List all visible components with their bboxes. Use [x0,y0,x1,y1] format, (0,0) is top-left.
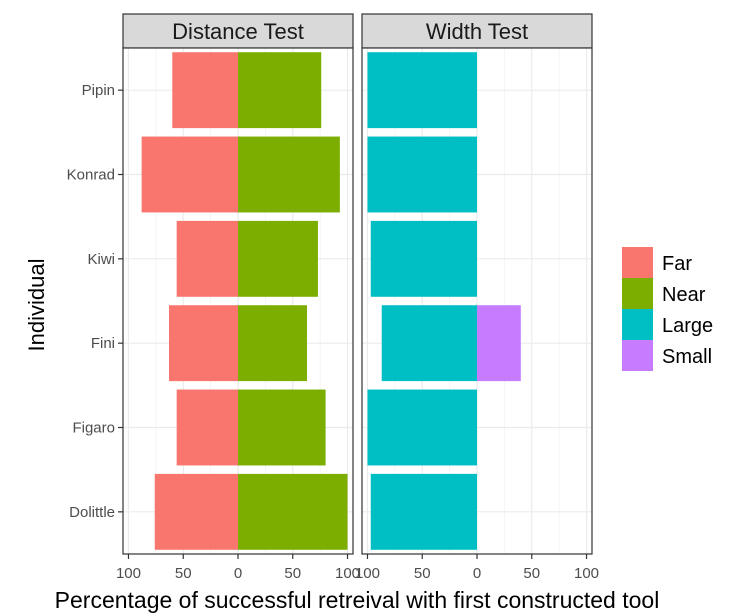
x-tick-label: 100 [574,565,599,582]
bar-near-kiwi [238,220,318,297]
legend-label-far: Far [662,253,692,275]
bar-far-kiwi [176,220,238,297]
bar-large-figaro [367,389,477,466]
y-tick-label-kiwi: Kiwi [87,251,115,268]
y-tick-label-figaro: Figaro [72,420,115,437]
bar-large-fini [381,305,477,382]
facet-strip [122,13,354,49]
x-tick-label: 0 [234,565,242,582]
facet-title: Distance Test [172,19,304,44]
bar-large-pipin [367,52,477,129]
x-tick-label: 50 [523,565,540,582]
bar-large-kiwi [370,220,477,297]
x-tick-label: 100 [335,565,360,582]
legend-key-large [622,309,653,340]
x-tick-label: 0 [473,565,481,582]
legend-label-large: Large [662,315,713,337]
x-tick-label: 100 [116,565,141,582]
x-tick-label: 50 [284,565,301,582]
panel-distance-test: Distance Test 100 50 0 50 100 [116,13,360,582]
bar-near-figaro [238,389,326,466]
bar-near-dolittle [238,473,348,550]
bar-far-dolittle [154,473,238,550]
bar-near-pipin [238,52,322,129]
x-tick-label: 100 [355,565,380,582]
bar-small-fini [477,305,521,382]
bar-near-fini [238,305,307,382]
legend-key-near [622,278,653,309]
y-axis-title: Individual [24,259,49,352]
panels: Distance Test 100 50 0 50 100 Width Test 100 50 0… [116,13,599,582]
bar-large-dolittle [370,473,477,550]
facet-title: Width Test [426,19,528,44]
y-tick-label-konrad: Konrad [67,167,115,184]
legend-label-near: Near [662,284,706,306]
legend-key-small [622,340,653,371]
x-axis-title: Percentage of successful retreival with … [55,587,660,613]
bar-far-figaro [176,389,238,466]
x-tick-label: 50 [175,565,192,582]
bar-near-konrad [238,136,340,213]
legend-label-small: Small [662,346,712,368]
bar-far-fini [169,305,238,382]
facet-strip [361,13,593,49]
legend-key-far [622,247,653,278]
y-tick-label-pipin: Pipin [82,82,115,99]
bar-far-konrad [141,136,238,213]
bar-far-pipin [172,52,238,129]
y-tick-label-fini: Fini [91,335,115,352]
bar-large-konrad [367,136,477,213]
panel-width-test: Width Test 100 50 0 50 100 [355,13,599,582]
y-tick-label-dolittle: Dolittle [69,504,115,521]
x-tick-label: 50 [414,565,431,582]
